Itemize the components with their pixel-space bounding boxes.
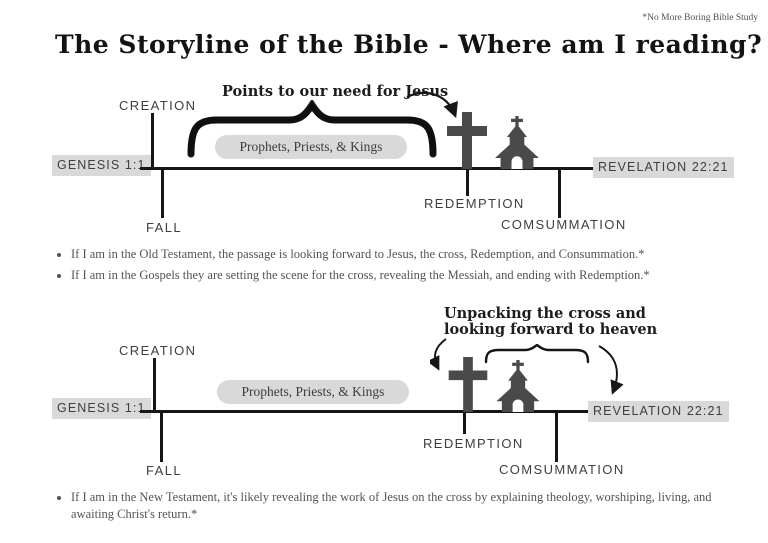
timeline1-redemption-label: REDEMPTION (424, 196, 525, 211)
cross-icon-2 (448, 357, 488, 412)
watermark-text: *No More Boring Bible Study (642, 13, 758, 23)
timeline2-annotation: Unpacking the cross and looking forward … (444, 305, 658, 338)
timeline2-fall-tick (160, 412, 163, 462)
cross-icon (447, 112, 487, 169)
timeline2-creation-tick (153, 358, 156, 412)
timeline1-genesis-box: GENESIS 1:1 (52, 155, 151, 176)
curved-arrow-left-icon (430, 338, 447, 371)
old-testament-notes: If I am in the Old Testament, the passag… (55, 246, 739, 287)
timeline2-redemption-tick (463, 412, 466, 434)
timeline1-line (140, 167, 593, 170)
timeline1-fall-tick (161, 169, 164, 218)
curved-arrow-icon (406, 91, 458, 119)
timeline2-redemption-label: REDEMPTION (423, 436, 524, 451)
timeline2-creation-label: CREATION (119, 343, 197, 358)
note-old-testament: If I am in the Old Testament, the passag… (71, 246, 739, 263)
timeline1-redemption-tick (466, 169, 469, 196)
timeline2-consummation-label: COMSUMMATION (499, 462, 625, 477)
new-testament-notes: If I am in the New Testament, it's likel… (55, 489, 719, 526)
curly-brace-icon (187, 100, 437, 158)
timeline1-consummation-tick (558, 169, 561, 218)
church-icon-2 (496, 360, 540, 412)
church-icon (495, 116, 539, 169)
curved-arrow-right-icon (598, 345, 624, 395)
timeline2-line (140, 410, 588, 413)
timeline1-creation-tick (151, 113, 154, 169)
prophets-priests-kings-pill-2: Prophets, Priests, & Kings (217, 380, 409, 404)
timeline1-annotation: Points to our need for Jesus (222, 83, 449, 100)
prophets-priests-kings-pill: Prophets, Priests, & Kings (215, 135, 407, 159)
timeline2-consummation-tick (555, 412, 558, 462)
timeline1-revelation-box: REVELATION 22:21 (593, 157, 734, 178)
page-title: The Storyline of the Bible - Where am I … (55, 30, 763, 59)
timeline2-fall-label: FALL (146, 463, 182, 478)
timeline1-creation-label: CREATION (119, 98, 197, 113)
timeline2-annotation-line1: Unpacking the cross and (444, 305, 646, 322)
timeline1-fall-label: FALL (146, 220, 182, 235)
timeline1-consummation-label: COMSUMMATION (501, 217, 627, 232)
note-gospels: If I am in the Gospels they are setting … (71, 267, 739, 284)
small-curly-brace-icon (484, 344, 590, 364)
timeline2-annotation-line2: looking forward to heaven (444, 320, 658, 338)
timeline2-revelation-box: REVELATION 22:21 (588, 401, 729, 422)
note-new-testament: If I am in the New Testament, it's likel… (71, 489, 719, 522)
timeline2-genesis-box: GENESIS 1:1 (52, 398, 151, 419)
